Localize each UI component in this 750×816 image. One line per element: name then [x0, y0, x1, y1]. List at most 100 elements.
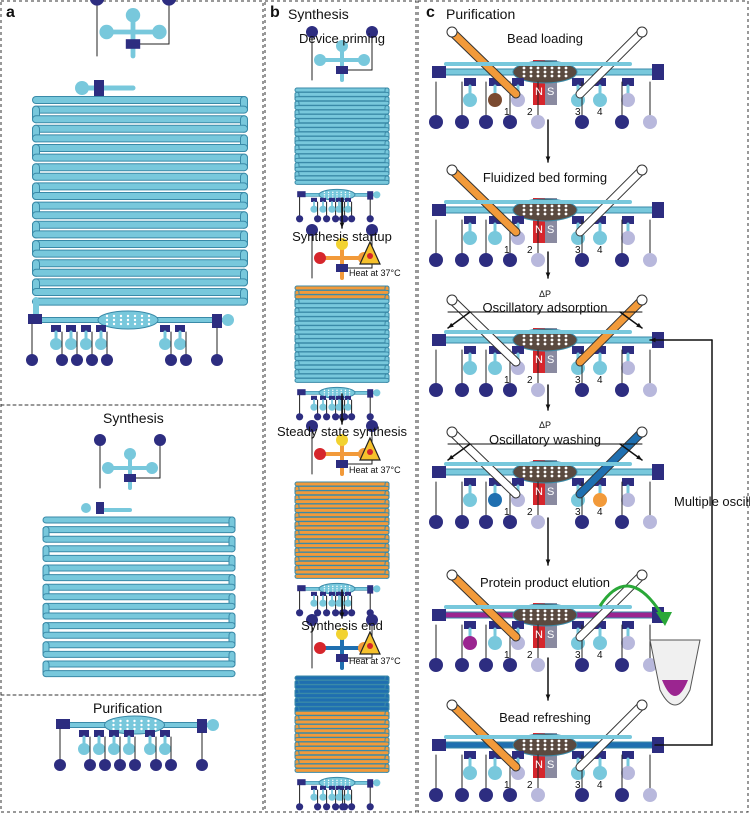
panel-a-purification-title: Purification — [93, 700, 163, 716]
panel-a-purif-module-ctrl-port — [114, 759, 126, 771]
panel-a-module-bead — [147, 322, 151, 326]
startup-inlet-valve — [336, 264, 348, 272]
panel-a-purif-module-bead — [133, 723, 136, 727]
steady-module-port — [344, 599, 352, 607]
purif-step-5-bead — [522, 613, 526, 617]
priming-module-port — [344, 205, 352, 213]
priming-module-bead — [332, 194, 334, 196]
panel-a-purif-module-bead — [140, 719, 143, 723]
purif-step-2-bead — [529, 212, 533, 216]
end-module-valve — [329, 785, 335, 790]
priming-inlet-valve — [336, 66, 348, 74]
purif-step-6-valve — [489, 751, 501, 759]
steady-module-port — [310, 599, 318, 607]
purif-step-3-port — [488, 361, 502, 375]
purif-step-6-valve — [512, 751, 524, 759]
purif-step-5-ctrl-port — [479, 658, 493, 672]
panel-a-module-bead — [126, 318, 130, 322]
purif-step-5-port — [488, 636, 502, 650]
purif-step-2-end-valve-l — [432, 204, 446, 216]
purif-step-5-bead — [557, 613, 561, 617]
purif-step-4-dp-left-head — [448, 454, 454, 460]
purif-step-3-valve — [622, 346, 634, 354]
panel-c-step-1: Bead loading — [507, 31, 583, 46]
steady-module-bead — [340, 585, 342, 588]
purif-step-2-bead — [536, 208, 540, 212]
panel-a-purif-module-bead — [140, 723, 143, 727]
purif-step-2-ctrl-port — [455, 253, 469, 267]
purif-step-1-bead — [543, 70, 547, 74]
purif-step-6-port — [621, 766, 635, 780]
priming-module-ctrl-port — [332, 215, 340, 223]
steady-module-ctrl-port — [314, 609, 322, 617]
elution-tube-liquid — [662, 680, 688, 696]
purif-step-2-ctrl-port — [479, 253, 493, 267]
panel-a-purif-module-ctrl-port — [99, 759, 111, 771]
purif-step-5-magnet-s-label: S — [547, 629, 555, 641]
purif-step-2-bead — [557, 204, 561, 208]
purif-step-5-bead — [557, 617, 561, 621]
purif-step-2-port-label-2: 2 — [527, 245, 533, 256]
purif-step-4-bead — [564, 474, 568, 478]
purif-step-5-bead — [529, 609, 533, 613]
panel-a-inlet-inlet-center — [125, 8, 141, 23]
purif-step-3-bead — [557, 338, 561, 342]
panel-a-module-bead — [147, 318, 151, 322]
panel-a-purif-module-bead — [112, 723, 115, 727]
steady-module-end-valve — [297, 585, 306, 592]
purif-step-3-valve — [594, 346, 606, 354]
end-module-valve — [311, 785, 317, 790]
purif-step-6-bead — [543, 747, 547, 751]
priming-module-bead — [344, 196, 347, 198]
purif-step-4-end-valve-r — [652, 464, 664, 480]
panel-a-module-bead — [140, 322, 144, 326]
purif-step-3-bead — [550, 342, 554, 346]
steady-module-bead — [348, 590, 351, 592]
purif-step-3-bead — [543, 338, 547, 342]
purif-step-3-bead — [529, 342, 533, 346]
panel-c-step-5: Protein product elution — [479, 575, 611, 590]
panel-a-module-bead — [105, 322, 109, 326]
purif-step-1-bead — [536, 66, 540, 70]
startup-module-ctrl-port — [323, 413, 331, 421]
purif-step-4-bead — [529, 474, 533, 478]
purif-step-4-ctrl-port — [615, 515, 629, 529]
end-module-bead — [336, 782, 338, 784]
purif-step-5-port — [463, 636, 477, 650]
steady-module-ctrl-port — [348, 609, 356, 617]
steady-module-bead — [323, 590, 326, 592]
purif-step-1-bead — [529, 66, 533, 70]
end-inlet-ctrl-port — [306, 614, 318, 626]
purif-step-2-valve — [512, 216, 524, 224]
purif-step-4-ctrl-port — [429, 515, 443, 529]
panel-a-purif-module-bead — [154, 727, 157, 731]
purif-step-4-bead — [550, 470, 554, 474]
startup-module-bead — [332, 394, 334, 396]
priming-module-ctrl-port-l — [296, 215, 304, 223]
steady-inlet-ctrl-port — [306, 420, 318, 432]
panel-a-module-valve — [160, 325, 170, 332]
end-module-bead — [344, 779, 347, 782]
steady-module-ctrl-port — [323, 609, 331, 617]
purif-step-3-bead — [557, 334, 561, 338]
purif-step-1-end-valve-l — [432, 66, 446, 78]
panel-a-purif-module-port — [159, 743, 171, 755]
priming-module-port — [335, 205, 343, 213]
purif-step-4-bead — [550, 474, 554, 478]
steady-module-valve — [345, 591, 351, 596]
purif-step-6-ctrl-port — [455, 788, 469, 802]
end-module-port — [328, 793, 336, 801]
purif-step-4-bead — [543, 466, 547, 470]
end-inlet-valve — [336, 654, 348, 662]
end-module-end-valve — [297, 779, 306, 786]
purif-step-1-bead — [536, 74, 540, 78]
priming-module-bead — [344, 194, 347, 196]
purif-step-2-port-label-4: 4 — [597, 245, 603, 256]
purif-step-4-bead — [557, 474, 561, 478]
panel-a-synth-inlet-ctrl-port — [94, 434, 106, 446]
purif-step-1-bead — [522, 66, 526, 70]
steady-module-bead — [344, 585, 347, 588]
priming-module-bead — [327, 196, 330, 198]
panel-a-purif-module-valve — [94, 730, 104, 737]
purif-step-3-bead — [564, 334, 568, 338]
